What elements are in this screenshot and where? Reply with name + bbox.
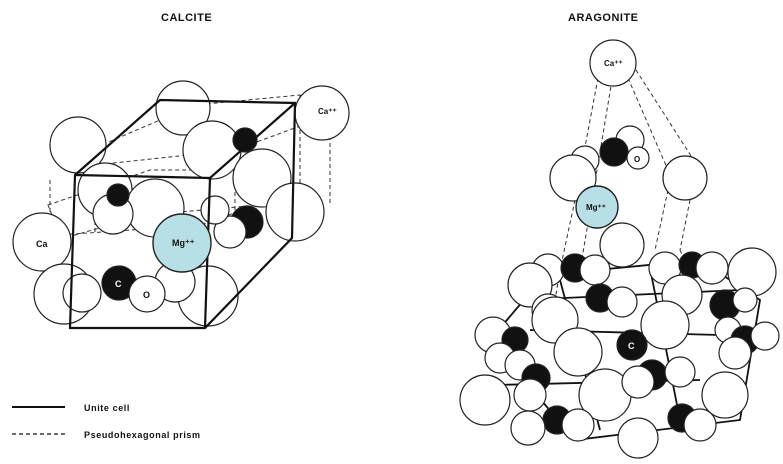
- aragonite-atom: [718, 336, 752, 370]
- aragonite-oxygen-atom: [626, 146, 650, 170]
- calcite-atom: [265, 182, 325, 242]
- calcite-atom: [155, 80, 211, 136]
- aragonite-atom: [664, 356, 696, 388]
- calcite-carbon-atom: [232, 127, 258, 153]
- legend-dashed-label: Pseudohexagonal prism: [84, 430, 201, 440]
- aragonite-ca-label: Ca⁺⁺: [604, 59, 623, 68]
- aragonite-atom: [701, 371, 749, 419]
- aragonite-o-label: O: [634, 155, 640, 164]
- calcite-atom: [62, 273, 102, 313]
- legend-solid-label: Unite cell: [84, 403, 131, 413]
- calcite-o-label: O: [143, 290, 150, 300]
- aragonite-mg-atom: [575, 185, 619, 229]
- aragonite-atom: [561, 408, 595, 442]
- aragonite-title: ARAGONITE: [568, 12, 639, 24]
- aragonite-atom: [750, 321, 780, 351]
- aragonite-atom: [459, 374, 511, 426]
- calcite-oxygen-atom: [128, 275, 166, 313]
- aragonite-carbon-atom: [599, 137, 629, 167]
- aragonite-atom: [510, 410, 546, 446]
- calcite-title: CALCITE: [161, 12, 213, 24]
- calcite-ca-left-label: Ca: [36, 239, 48, 249]
- calcite-ca-top-label: Ca⁺⁺: [318, 107, 337, 116]
- aragonite-atom: [695, 251, 729, 285]
- aragonite-atom: [727, 247, 777, 297]
- calcite-atom: [182, 120, 242, 180]
- calcite-atom: [200, 195, 230, 225]
- aragonite-mg-label: Mg⁺⁺: [586, 203, 606, 212]
- aragonite-atom: [621, 365, 655, 399]
- aragonite-atom: [553, 327, 603, 377]
- calcite-mg-label: Mg⁺⁺: [172, 238, 195, 248]
- calcite-mg-atom: [152, 213, 212, 273]
- calcite-c-label: C: [115, 279, 122, 289]
- calcite-atom: [213, 215, 247, 249]
- aragonite-atom: [579, 254, 611, 286]
- aragonite-carbon-atom-labeled: [616, 329, 648, 361]
- aragonite-atom: [640, 300, 690, 350]
- aragonite-c-label: C: [628, 341, 635, 351]
- aragonite-atom: [662, 155, 708, 201]
- aragonite-atom: [617, 417, 659, 459]
- aragonite-atom: [732, 287, 758, 313]
- aragonite-ca-atom: [589, 39, 637, 87]
- aragonite-structure: Ca⁺⁺ O Mg⁺⁺ C: [459, 39, 780, 459]
- calcite-ca-left-atom: [12, 212, 72, 272]
- aragonite-atom: [683, 408, 717, 442]
- aragonite-atom: [599, 222, 645, 268]
- calcite-structure: Ca⁺⁺ Ca Mg⁺⁺ C O: [12, 80, 350, 330]
- aragonite-atom: [606, 286, 638, 318]
- aragonite-atom: [513, 378, 547, 412]
- legend: [12, 406, 65, 435]
- calcite-carbon-atom: [106, 183, 130, 207]
